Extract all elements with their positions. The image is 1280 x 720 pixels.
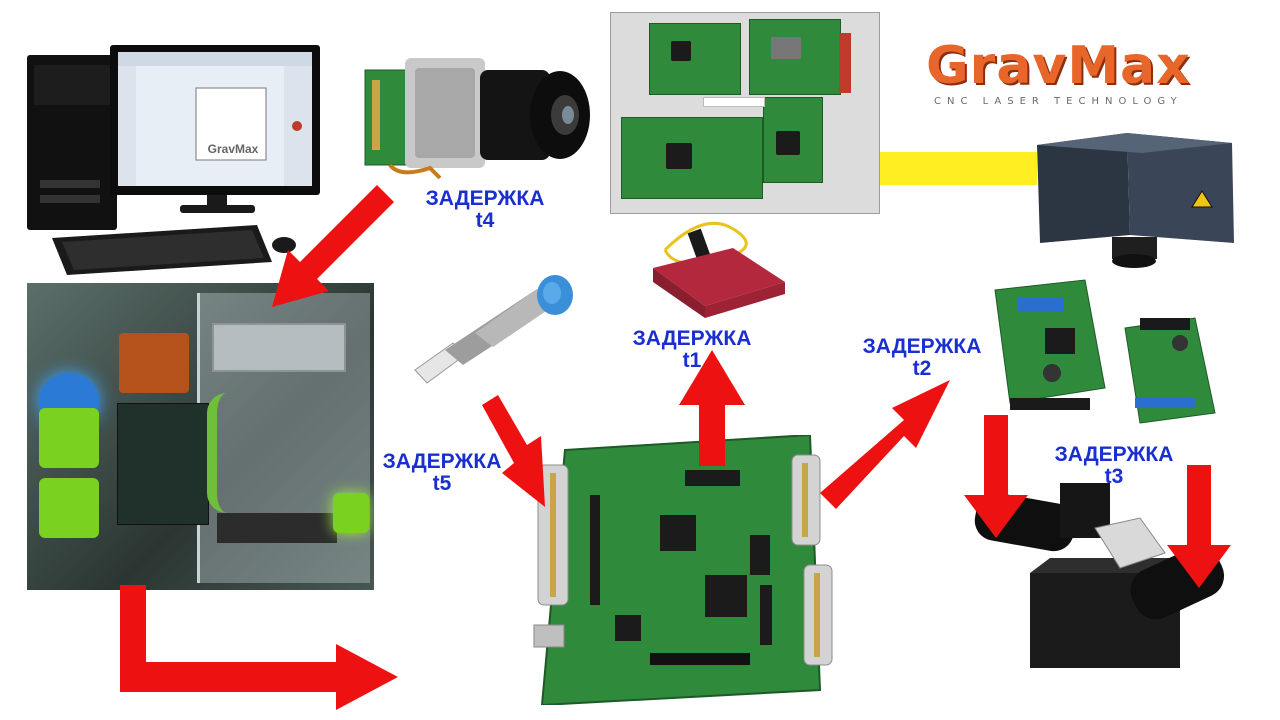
delay-code: t4 — [475, 209, 495, 232]
laser-source-icon — [645, 210, 790, 320]
delay-code: t3 — [1104, 465, 1124, 488]
delay-word: ЗАДЕРЖКА — [382, 450, 502, 473]
delay-word: ЗАДЕРЖКА — [862, 335, 982, 358]
laser-head-icon — [1032, 125, 1247, 270]
yellow-link — [880, 152, 1037, 185]
delay-label-t3: ЗАДЕРЖКА t3 — [1044, 444, 1184, 488]
delay-label-t4: ЗАДЕРЖКА t4 — [415, 188, 555, 232]
screen-watermark: GravMax — [207, 142, 259, 156]
delay-label-t1: ЗАДЕРЖКА t1 — [622, 328, 762, 372]
logo-subtitle: CNC LASER TECHNOLOGY — [934, 96, 1183, 107]
arrow-camera-to-pc — [272, 185, 394, 307]
proximity-sensor-icon — [405, 275, 585, 390]
control-board-icon — [520, 433, 840, 707]
delay-label-t2: ЗАДЕРЖКА t2 — [852, 336, 992, 380]
delay-code: t5 — [432, 472, 452, 495]
controller-box-icon — [610, 12, 880, 214]
arrow-board-to-laser — [679, 350, 745, 466]
delay-label-t5: ЗАДЕРЖКА t5 — [372, 451, 512, 495]
delay-word: ЗАДЕРЖКА — [632, 327, 752, 350]
delay-code: t1 — [682, 349, 702, 372]
camera-icon — [360, 40, 595, 180]
galvo-scanner-icon — [970, 478, 1245, 678]
arrow-pc-to-board — [120, 585, 398, 710]
delay-code: t2 — [912, 357, 932, 380]
arrow-board-to-drivers — [820, 380, 950, 509]
arrow-drivers-to-galvo-right — [1167, 465, 1231, 588]
arrow-sensor-to-board — [482, 395, 545, 507]
pc-case-icon — [27, 283, 374, 590]
driver-board-icon — [990, 278, 1225, 433]
gravmax-logo: GravMax — [926, 36, 1191, 96]
delay-word: ЗАДЕРЖКА — [425, 187, 545, 210]
delay-word: ЗАДЕРЖКА — [1054, 443, 1174, 466]
arrow-drivers-to-galvo-left — [964, 415, 1028, 538]
computer-icon: GravMax — [22, 40, 322, 285]
